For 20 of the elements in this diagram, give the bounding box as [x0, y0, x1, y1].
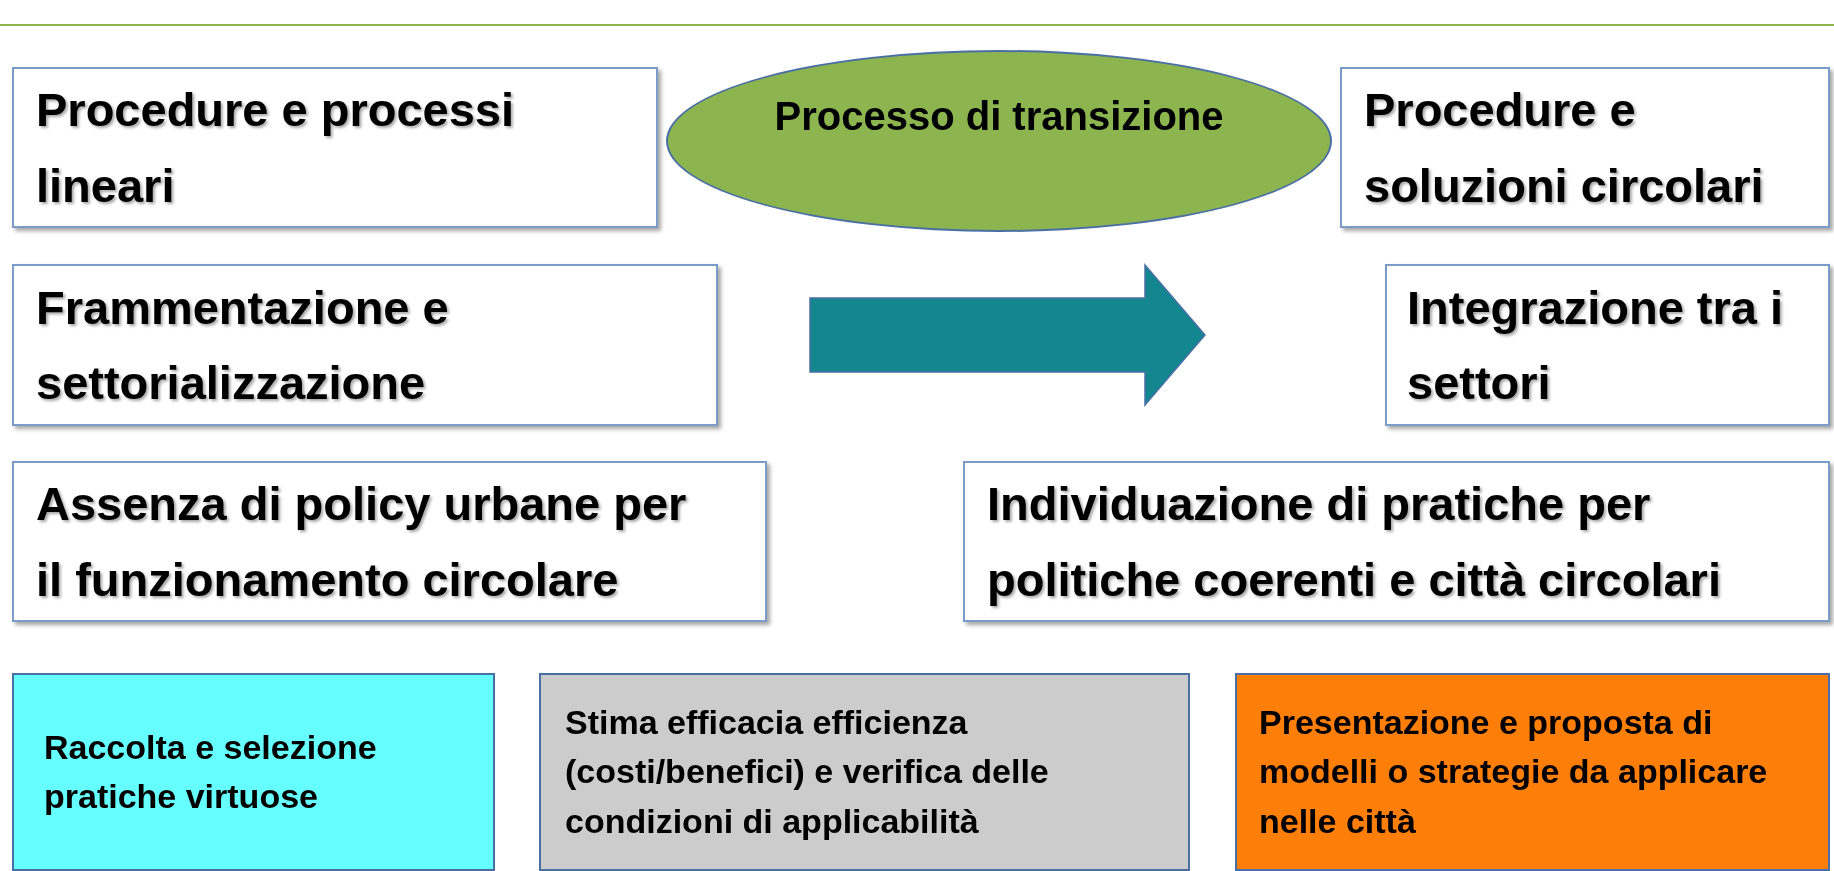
node-text: Procedure e processi lineari	[36, 82, 516, 214]
node-text: Frammentazione e settorializzazione	[36, 279, 450, 411]
node-text: Integrazione tra i settori	[1407, 279, 1785, 411]
node-text: Stima efficacia efficienza (costi/benefici) e verifica delle condizioni di applicabilità	[565, 702, 1050, 842]
node-text: Individuazione di pratiche per politiche coerenti e città circolari	[987, 476, 1722, 608]
text-box	[12, 67, 658, 228]
step-box	[1235, 673, 1830, 871]
step-box	[12, 673, 495, 871]
text-box	[963, 461, 1830, 622]
text-box	[1385, 264, 1830, 426]
text-box	[1340, 67, 1830, 228]
node-text: Raccolta e selezione pratiche virtuose	[44, 726, 378, 817]
block-arrow	[809, 262, 1206, 408]
step-box	[539, 673, 1190, 871]
node-text: Processo di transizione	[774, 93, 1224, 140]
node-text: Assenza di policy urbane per il funzionamento circolare	[36, 476, 688, 608]
node-text: Procedure e soluzioni circolari	[1364, 82, 1765, 214]
text-box	[12, 264, 718, 426]
node-text: Presentazione e proposta di modelli o strategie da applicare nelle città	[1259, 702, 1769, 842]
text-box	[12, 461, 767, 622]
